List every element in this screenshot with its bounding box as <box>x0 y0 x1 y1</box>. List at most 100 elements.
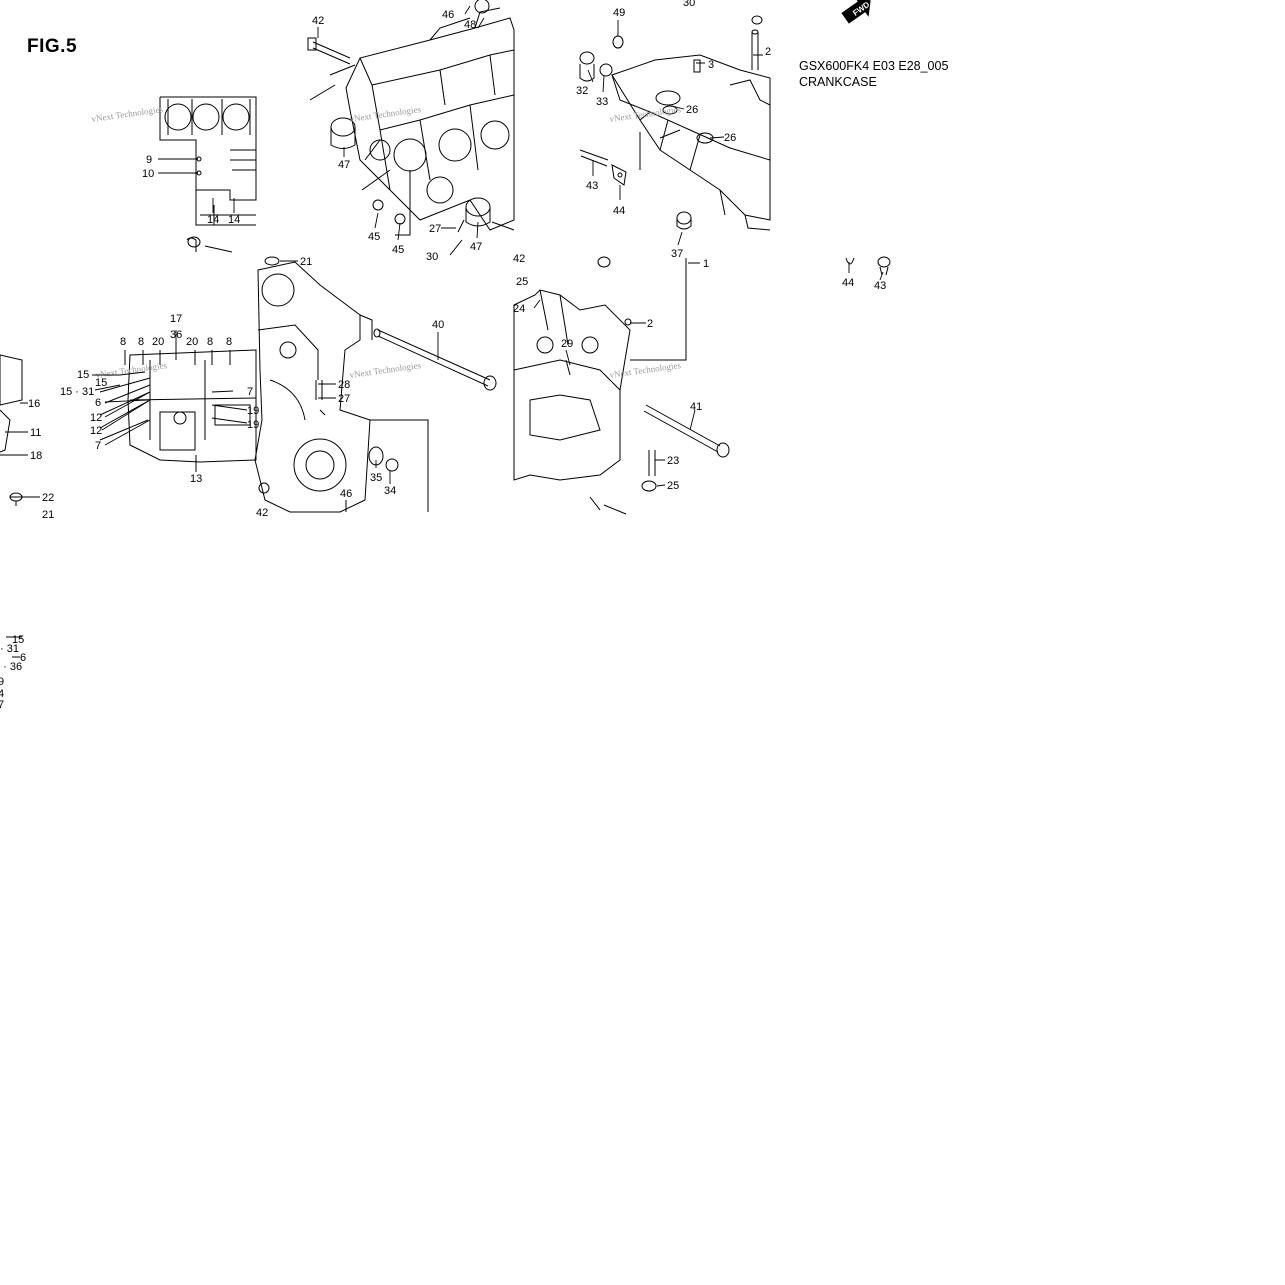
callout: 47 <box>470 241 482 253</box>
callout: 35 <box>370 472 382 484</box>
callout: 37 <box>671 248 683 260</box>
callout: 9 <box>0 676 4 688</box>
callout: 27 <box>429 223 441 235</box>
tile-breather-parts <box>630 211 891 361</box>
callout: 3 <box>708 59 714 71</box>
callout: 30 <box>426 251 438 263</box>
callout: 12 <box>90 412 102 424</box>
callout: 26 <box>686 104 698 116</box>
callout: 10 <box>142 168 154 180</box>
callout: 19 <box>247 405 259 417</box>
callout: 7 <box>0 699 4 711</box>
callout: 8 <box>138 336 144 348</box>
callout: 26 <box>724 132 736 144</box>
callout: 21 <box>42 509 54 521</box>
tile-lower-crankcase-top <box>579 15 771 231</box>
watermark-text: vNext Technologies <box>91 104 164 124</box>
callout: 15 · 31 <box>60 386 94 398</box>
callout: 15 <box>95 377 107 389</box>
watermark-text: vNext Technologies <box>609 360 682 380</box>
callouts-tile-3: 30 49 3 32 33 26 26 43 44 2 <box>576 0 771 217</box>
callout: 9 <box>146 154 152 166</box>
callout: 40 <box>432 319 444 331</box>
callout: 45 <box>392 244 404 256</box>
tile-lower-case-side-2 <box>513 256 730 515</box>
callout: 22 <box>42 492 54 504</box>
callout: 44 <box>842 277 854 289</box>
callouts-tile-2: 42 46 48 47 45 45 27 47 30 <box>312 9 482 263</box>
callout: 42 <box>312 15 324 27</box>
callout: 17 <box>170 313 182 325</box>
callout: 28 <box>338 379 350 391</box>
fwd-arrow-icon: FWD <box>841 0 871 24</box>
callout: 30 <box>683 0 695 9</box>
callout: 42 <box>256 507 268 519</box>
callout: 6 <box>95 397 101 409</box>
callout: 34 <box>384 485 396 497</box>
callout: 1 <box>703 258 709 270</box>
leader-lines-tile-9 <box>6 636 22 658</box>
callout: 8 <box>207 336 213 348</box>
callout: 41 <box>690 401 702 413</box>
callouts-tile-9: 15 · 31 6 9 · 36 9 4 7 <box>0 634 26 711</box>
diagram-meta: GSX600FK4 E03 E28_005 CRANKCASE <box>799 58 948 90</box>
callout: 21 <box>300 256 312 268</box>
callout: 36 <box>170 329 182 341</box>
callout: 8 <box>226 336 232 348</box>
callout: 46 <box>340 488 352 500</box>
callout: 13 <box>190 473 202 485</box>
callout: 33 <box>596 96 608 108</box>
callout: 2 <box>647 318 653 330</box>
tile-cylinder-block-upper <box>159 96 257 253</box>
callout: 12 <box>90 425 102 437</box>
callout: 14 <box>207 214 219 226</box>
callout: 16 <box>28 398 40 410</box>
callouts-tile-1: 9 10 14 14 <box>142 154 240 226</box>
callout: 20 <box>186 336 198 348</box>
callouts-tile-5: 16 11 18 22 21 17 36 8 8 20 20 8 8 15 15… <box>28 313 259 521</box>
callout: 6 <box>20 652 26 664</box>
callout: 18 <box>30 450 42 462</box>
callout: 43 <box>586 180 598 192</box>
callout: 20 <box>152 336 164 348</box>
tile-upper-crankcase <box>307 0 515 256</box>
callout: 29 <box>561 338 573 350</box>
callout: 11 <box>30 427 41 439</box>
callout: 15 <box>77 369 89 381</box>
callout: 19 <box>247 419 259 431</box>
callout: 23 <box>667 455 679 467</box>
figure-label: FIG.5 <box>27 36 78 57</box>
callout: 49 <box>613 7 625 19</box>
callout: 7 <box>95 440 101 452</box>
callout: 7 <box>247 386 253 398</box>
tile-upper-case-side <box>254 256 497 513</box>
model-code: GSX600FK4 E03 E28_005 <box>799 59 949 73</box>
callout: 8 <box>120 336 126 348</box>
callout: 24 <box>513 303 525 315</box>
callout: 27 <box>338 393 350 405</box>
callout: 25 <box>516 276 528 288</box>
callout: 25 <box>667 480 679 492</box>
callout: · 31 <box>0 643 19 655</box>
callout: 14 <box>228 214 240 226</box>
callouts-tile-7: 42 25 24 2 29 41 23 25 <box>513 253 702 492</box>
watermark-text: vNext Technologies <box>349 104 422 124</box>
watermark-text: vNext Technologies <box>349 360 422 380</box>
leader-lines <box>0 5 884 510</box>
callout: 42 <box>513 253 525 265</box>
callout: 43 <box>874 280 886 292</box>
callout: 44 <box>613 205 625 217</box>
section-title: CRANKCASE <box>799 75 877 89</box>
callout: 4 <box>0 688 4 700</box>
callout: 47 <box>338 159 350 171</box>
callout: 9 · 36 <box>0 661 22 673</box>
callouts-tile-4: 37 1 44 43 <box>671 248 886 292</box>
callout: 48 <box>464 19 476 31</box>
callout: 46 <box>442 9 454 21</box>
callout: 45 <box>368 231 380 243</box>
callout: 2 <box>765 46 771 58</box>
callouts-tile-6: 21 40 28 27 35 34 46 42 <box>256 256 444 519</box>
tile-lower-case-side <box>0 342 257 506</box>
